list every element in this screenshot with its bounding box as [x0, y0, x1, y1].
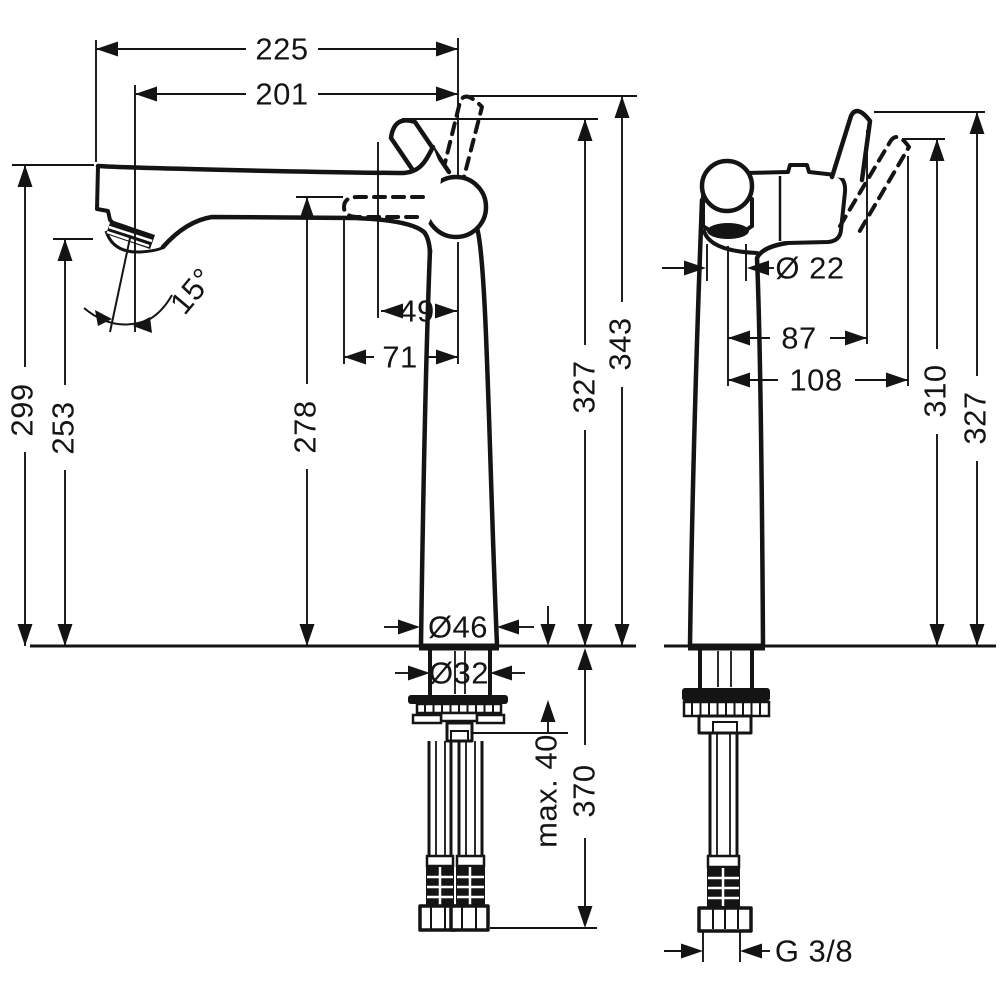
- dim-handle-offset: 49: [399, 294, 434, 329]
- side-clamp-bracket: [697, 714, 753, 735]
- front-spout-nozzle: [104, 230, 165, 254]
- dim-spout-reach: 201: [255, 77, 308, 112]
- dim-handle-offset-108: 108: [789, 363, 842, 398]
- front-view-body: [30, 94, 636, 932]
- side-ball-joint: [699, 158, 755, 214]
- front-supply-hoses: [418, 741, 490, 932]
- front-handle-horizontal-dashed: [342, 195, 425, 219]
- dim-aerator-height: 253: [46, 401, 81, 454]
- side-cartridge-housing: [743, 163, 848, 245]
- side-extension-lines: [702, 111, 985, 962]
- dim-base-diameter: Ø46: [428, 610, 488, 645]
- front-extension-lines: [12, 38, 637, 929]
- front-spout-left-edge: [95, 164, 114, 224]
- dim-spout-height: 299: [5, 383, 40, 436]
- dim-shank-diameter: Ø32: [429, 656, 489, 691]
- front-spout-bottom-edge: [160, 214, 433, 255]
- dim-overall-depth: 225: [255, 32, 308, 67]
- dim-handle-center-offset: 71: [382, 340, 417, 375]
- side-view-body: [664, 108, 996, 933]
- side-column-left-edge: [687, 197, 705, 648]
- side-column-shoulder: [702, 229, 759, 255]
- dim-handle-offset-87: 87: [781, 321, 816, 356]
- side-underdeck-assembly: [682, 646, 771, 933]
- spout-angle-annotation: 15°: [83, 237, 221, 333]
- side-handle-dashed-position: [838, 135, 911, 236]
- dim-spout-outlet-diameter: Ø 22: [775, 251, 844, 286]
- dim-max-height: 343: [603, 317, 638, 370]
- front-aerator: [106, 220, 155, 249]
- dim-handle-top-height: 327: [567, 360, 602, 413]
- side-handle-lever: [829, 108, 873, 183]
- front-column-left-edge: [418, 247, 433, 648]
- side-mounting-flange: [682, 688, 770, 701]
- front-spout-top-edge: [95, 144, 436, 176]
- dim-handle-axis-height: 278: [288, 400, 323, 453]
- front-column-right-edge: [474, 225, 500, 648]
- side-view-dimensions: Ø 22 87 108 310 327 G 3/8: [662, 111, 993, 969]
- dim-spout-angle: 15°: [163, 261, 221, 321]
- dim-handle-height-310: 310: [918, 364, 953, 417]
- front-underdeck-assembly: [408, 646, 508, 932]
- front-mounting-flange: [408, 695, 508, 704]
- dim-hose-length: 370: [567, 764, 602, 817]
- side-spout-outlet: [701, 194, 754, 239]
- dim-connection-thread: G 3/8: [775, 934, 853, 969]
- dim-max-deck-thickness: max. 40: [529, 734, 564, 848]
- dim-handle-height-327: 327: [958, 391, 993, 444]
- front-handle-dashed-position: [441, 94, 484, 179]
- front-spout-fill: [97, 147, 442, 249]
- front-view-dimensions: 225 201 299 253 278 327 343 49: [5, 32, 638, 929]
- side-column-right-edge: [754, 240, 790, 648]
- side-supply-hose: [697, 733, 753, 933]
